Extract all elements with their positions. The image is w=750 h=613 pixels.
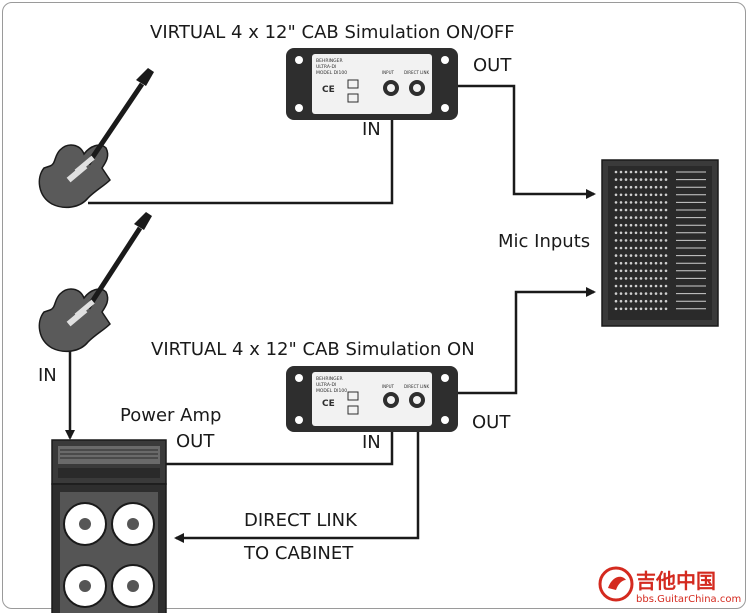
svg-text:CE: CE — [322, 399, 335, 409]
guitar-in-label: IN — [38, 365, 57, 386]
cable-guitar1-to-di1 — [88, 106, 397, 205]
top-di-title: VIRTUAL 4 x 12" CAB Simulation ON/OFF — [150, 22, 515, 43]
bottom-in-label: IN — [362, 432, 381, 453]
svg-text:INPUT: INPUT — [382, 384, 395, 389]
mic-inputs-label: Mic Inputs — [498, 231, 591, 252]
svg-text:INPUT: INPUT — [382, 70, 395, 75]
bottom-out-label: OUT — [472, 412, 511, 433]
mixer-console-icon — [601, 159, 719, 327]
di-brand-text: BEHRINGER — [316, 58, 343, 64]
power-amp-label: Power Amp — [120, 405, 222, 426]
watermark-url: bbs.GuitarChina.com — [636, 594, 741, 605]
bottom-di-title: VIRTUAL 4 x 12" CAB Simulation ON — [151, 339, 475, 360]
svg-text:DIRECT LINK: DIRECT LINK — [404, 70, 429, 75]
svg-text:BEHRINGER: BEHRINGER — [316, 376, 343, 382]
svg-text:MODEL DI100: MODEL DI100 — [316, 388, 347, 394]
svg-text:MODEL DI100: MODEL DI100 — [316, 70, 347, 76]
svg-text:ULTRA-DI: ULTRA-DI — [316, 382, 336, 388]
svg-text:ULTRA-DI: ULTRA-DI — [316, 64, 336, 70]
guitar-amp-stack-icon — [51, 439, 167, 613]
di-box-bottom: BEHRINGER ULTRA-DI MODEL DI100 CE INPUT … — [286, 366, 458, 432]
to-cabinet-label: TO CABINET — [244, 543, 354, 564]
watermark-brand: 吉他中国 — [636, 569, 716, 593]
guitarchina-logo: 吉他中国 bbs.GuitarChina.com — [598, 566, 741, 605]
top-in-label: IN — [362, 119, 381, 140]
electric-guitar-icon — [38, 212, 152, 353]
cable-di2-to-mixer — [445, 287, 596, 395]
direct-link-label: DIRECT LINK — [244, 510, 357, 531]
cable-di2-to-cabinet — [174, 413, 420, 543]
cable-di1-to-mixer — [445, 84, 596, 199]
di-box-top: BEHRINGER ULTRA-DI MODEL DI100 CE INPUT … — [286, 48, 458, 120]
top-out-label: OUT — [473, 55, 512, 76]
svg-text:CE: CE — [322, 85, 335, 95]
amp-out-label: OUT — [176, 431, 215, 452]
electric-guitar-icon — [38, 68, 154, 209]
svg-text:DIRECT LINK: DIRECT LINK — [404, 384, 429, 389]
